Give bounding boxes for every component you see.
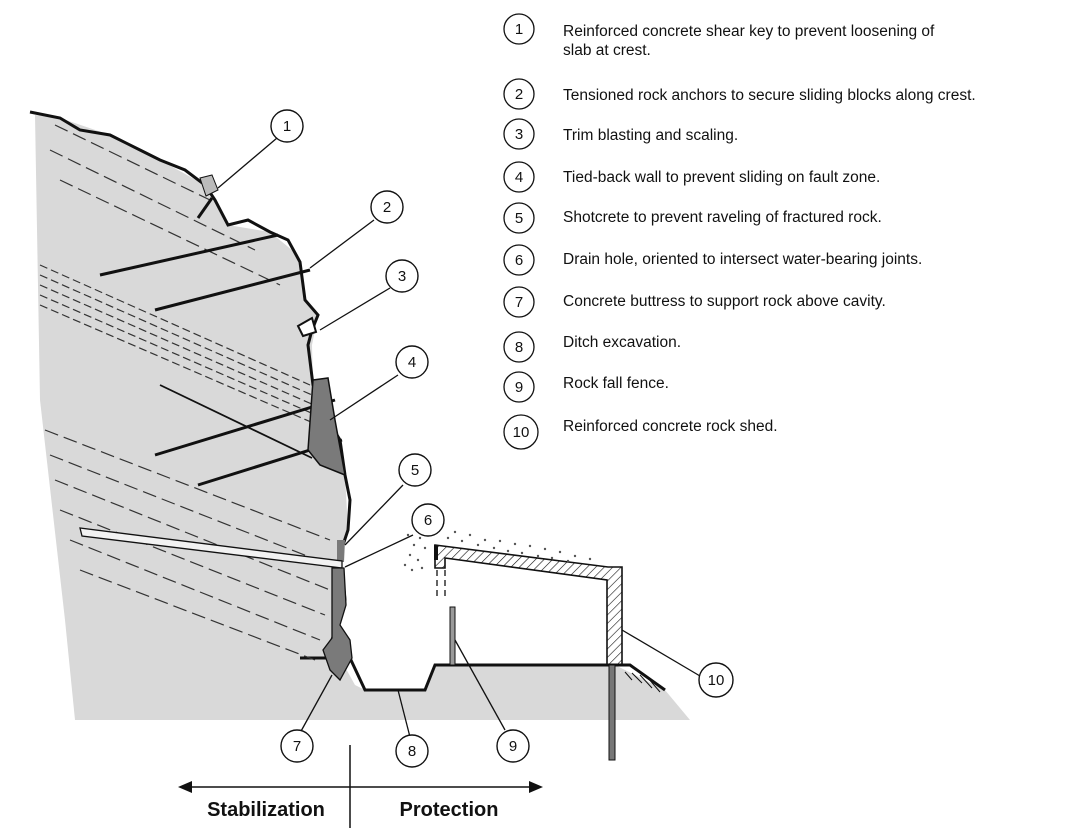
legend-number: 8 bbox=[515, 339, 523, 356]
legend-number-circle bbox=[503, 78, 535, 110]
legend-number-circle bbox=[503, 202, 535, 234]
rock-shed-pile bbox=[608, 664, 616, 761]
legend-number-circle bbox=[503, 371, 535, 403]
legend-text: Drain hole, oriented to intersect water-… bbox=[563, 251, 922, 268]
callout-circle-1 bbox=[270, 109, 304, 143]
legend-item: 10 Reinforced concrete rock shed. bbox=[503, 414, 778, 450]
legend-number-circle bbox=[503, 244, 535, 276]
callout-number-4: 4 bbox=[408, 354, 416, 371]
legend-number-circle bbox=[503, 161, 535, 193]
callout-number-5: 5 bbox=[411, 462, 419, 479]
callout-circle-5 bbox=[398, 453, 432, 487]
callout-number-10: 10 bbox=[708, 672, 725, 689]
callout-circle-7 bbox=[280, 729, 314, 763]
rock-fall-fence bbox=[449, 606, 456, 666]
legend-item: 6 Drain hole, oriented to intersect wate… bbox=[503, 244, 922, 276]
legend-number-circle bbox=[503, 118, 535, 150]
legend-text-line-2: slab at crest. bbox=[563, 42, 651, 59]
shotcrete bbox=[337, 540, 345, 562]
callout-circle-4 bbox=[395, 345, 429, 379]
arrow-right-head bbox=[529, 781, 543, 793]
legend-text: Ditch excavation. bbox=[563, 334, 681, 351]
scaling-notch bbox=[296, 316, 318, 338]
legend-item: 5 Shotcrete to prevent raveling of fract… bbox=[503, 202, 882, 234]
legend-number: 10 bbox=[513, 424, 530, 441]
callout-number-9: 9 bbox=[509, 738, 517, 755]
legend-number: 9 bbox=[515, 379, 523, 396]
legend-text: Rock fall fence. bbox=[563, 375, 669, 392]
legend-item: 8 Ditch excavation. bbox=[503, 331, 681, 363]
legend-number: 4 bbox=[515, 169, 523, 186]
callout-circle-10 bbox=[698, 662, 734, 698]
legend-text: Tied-back wall to prevent sliding on fau… bbox=[563, 169, 880, 186]
callout-number-2: 2 bbox=[383, 199, 391, 216]
legend: 1 Reinforced concrete shear key to preve… bbox=[503, 13, 976, 450]
diagram-callouts: 1 2 3 4 5 6 7 8 9 10 bbox=[270, 109, 734, 768]
stabilization-label: Stabilization bbox=[207, 799, 325, 821]
legend-item: 2 Tensioned rock anchors to secure slidi… bbox=[503, 78, 976, 110]
legend-item: 7 Concrete buttress to support rock abov… bbox=[503, 286, 886, 318]
callout-circle-3 bbox=[385, 259, 419, 293]
legend-number: 3 bbox=[515, 126, 523, 143]
legend-number: 6 bbox=[515, 252, 523, 269]
legend-number-circle bbox=[503, 13, 535, 45]
callout-circle-8 bbox=[395, 734, 429, 768]
legend-item: 9 Rock fall fence. bbox=[503, 371, 669, 403]
callout-number-1: 1 bbox=[283, 118, 291, 135]
legend-text: Trim blasting and scaling. bbox=[563, 127, 738, 144]
concrete-buttress bbox=[322, 567, 353, 682]
legend-text: Shotcrete to prevent raveling of fractur… bbox=[563, 209, 882, 226]
rock-mass bbox=[35, 115, 690, 720]
legend-number-circle bbox=[503, 286, 535, 318]
legend-number: 2 bbox=[515, 86, 523, 103]
legend-number: 7 bbox=[515, 294, 523, 311]
tied-back-wall bbox=[307, 377, 346, 477]
protection-label: Protection bbox=[400, 799, 499, 821]
legend-number-circle bbox=[503, 331, 535, 363]
callout-number-6: 6 bbox=[424, 512, 432, 529]
rock-shed-canopy bbox=[434, 544, 623, 666]
callout-circle-2 bbox=[370, 190, 404, 224]
callout-circle-6 bbox=[411, 503, 445, 537]
legend-item: 1 Reinforced concrete shear key to preve… bbox=[503, 13, 935, 59]
legend-number: 5 bbox=[515, 210, 523, 227]
legend-item: 4 Tied-back wall to prevent sliding on f… bbox=[503, 161, 880, 193]
shear-key bbox=[199, 174, 219, 197]
legend-text: Reinforced concrete shear key to prevent… bbox=[563, 23, 935, 40]
legend-text: Reinforced concrete rock shed. bbox=[563, 418, 778, 435]
shear-key-dowel bbox=[196, 197, 214, 219]
section-arrow: Stabilization Protection bbox=[178, 745, 543, 828]
legend-item: 3 Trim blasting and scaling. bbox=[503, 118, 738, 150]
legend-text: Tensioned rock anchors to secure sliding… bbox=[563, 87, 976, 104]
callout-number-3: 3 bbox=[398, 268, 406, 285]
legend-number: 1 bbox=[515, 21, 523, 38]
legend-number-circle bbox=[503, 414, 539, 450]
callout-number-7: 7 bbox=[293, 738, 301, 755]
fill-hatching bbox=[624, 671, 661, 693]
callout-leaders bbox=[217, 137, 701, 738]
arrow-left-head bbox=[178, 781, 192, 793]
rock-joints bbox=[39, 124, 331, 661]
legend-text: Concrete buttress to support rock above … bbox=[563, 293, 886, 310]
callout-circle-9 bbox=[496, 729, 530, 763]
callout-number-8: 8 bbox=[408, 743, 416, 760]
